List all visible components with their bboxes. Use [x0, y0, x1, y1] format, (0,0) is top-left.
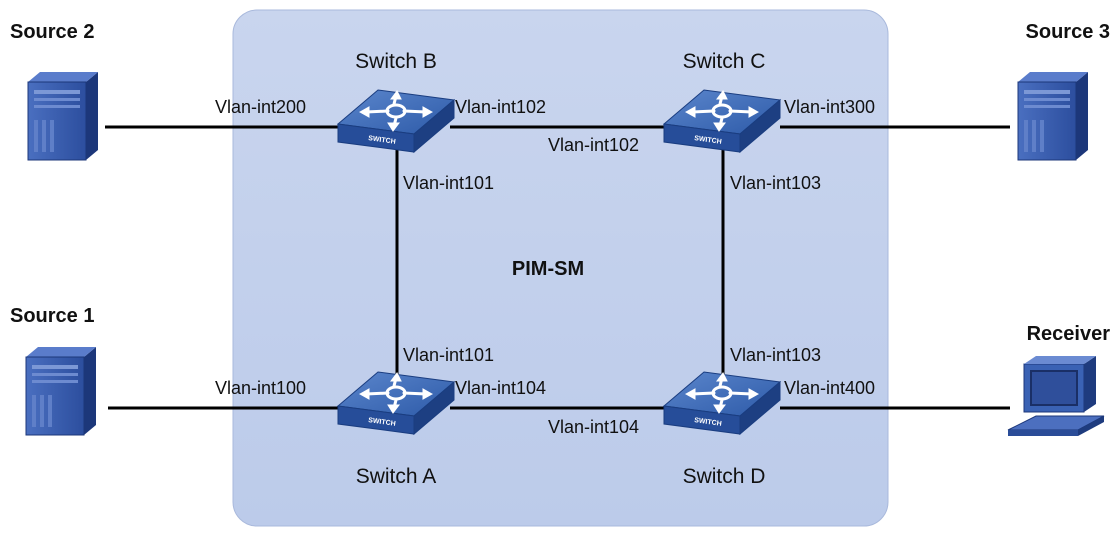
- iface-d-to-a: Vlan-int104: [548, 417, 639, 437]
- source-3-label: Source 3: [1026, 21, 1110, 43]
- iface-a-to-b: Vlan-int101: [403, 345, 494, 365]
- switch-b-label: Switch B: [355, 50, 437, 73]
- domain-label: PIM-SM: [512, 258, 584, 280]
- source-1-server-icon: [25, 346, 97, 436]
- switch-d-icon: SWITCH: [662, 370, 782, 436]
- source-2-label: Source 2: [10, 21, 94, 43]
- iface-c-to-b: Vlan-int102: [548, 135, 639, 155]
- switch-c-icon: SWITCH: [662, 88, 782, 154]
- iface-d-to-c: Vlan-int103: [730, 345, 821, 365]
- iface-a-to-d: Vlan-int104: [455, 378, 546, 398]
- switch-badge: SWITCH: [694, 135, 722, 146]
- iface-b-to-a: Vlan-int101: [403, 173, 494, 193]
- source-3-server-icon: [1017, 71, 1089, 161]
- iface-b-to-source2: Vlan-int200: [215, 97, 306, 117]
- switch-badge: SWITCH: [694, 417, 722, 428]
- receiver-pc-icon: [1007, 355, 1105, 437]
- source-2-server-icon: [27, 71, 99, 161]
- switch-b-icon: SWITCH: [336, 88, 456, 154]
- switch-a-label: Switch A: [356, 465, 437, 488]
- switch-badge: SWITCH: [368, 417, 396, 428]
- source-1-label: Source 1: [10, 305, 94, 327]
- switch-badge: SWITCH: [368, 135, 396, 146]
- switch-d-label: Switch D: [683, 465, 766, 488]
- switch-a-icon: SWITCH: [336, 370, 456, 436]
- receiver-label: Receiver: [1027, 323, 1111, 345]
- switch-c-label: Switch C: [683, 50, 766, 73]
- iface-c-to-d: Vlan-int103: [730, 173, 821, 193]
- iface-c-to-source3: Vlan-int300: [784, 97, 875, 117]
- iface-a-to-source1: Vlan-int100: [215, 378, 306, 398]
- iface-d-to-receiver: Vlan-int400: [784, 378, 875, 398]
- iface-b-to-c: Vlan-int102: [455, 97, 546, 117]
